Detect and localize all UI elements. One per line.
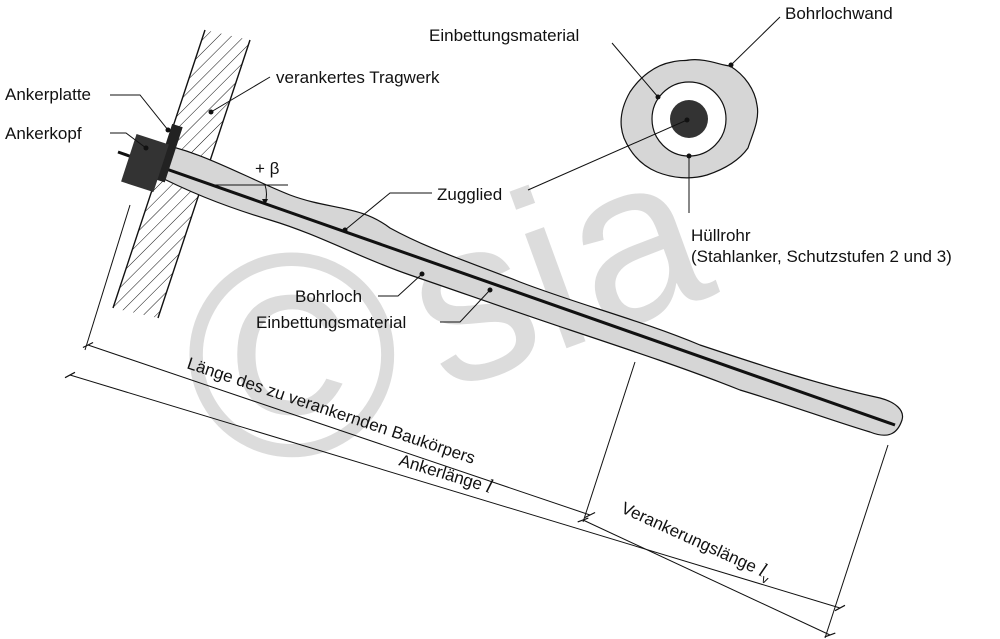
dim-label-verankerung: Verankerungslänge lv bbox=[617, 497, 776, 587]
verankerung-subscript: v bbox=[759, 572, 770, 587]
borehole-cross-section bbox=[620, 59, 759, 179]
label-huellrohr: Hüllrohr bbox=[691, 226, 751, 245]
label-zugglied: Zugglied bbox=[437, 185, 502, 204]
verankerung-text: Verankerungslänge bbox=[618, 498, 759, 576]
label-tragwerk: verankertes Tragwerk bbox=[276, 68, 440, 87]
leaders bbox=[110, 16, 781, 323]
beta-label: + β bbox=[255, 159, 280, 178]
label-ankerkopf: Ankerkopf bbox=[5, 124, 82, 143]
label-ankerplatte: Ankerplatte bbox=[5, 85, 91, 104]
label-einbettung-section: Einbettungsmaterial bbox=[429, 26, 579, 45]
label-bohrloch: Bohrloch bbox=[295, 287, 362, 306]
svg-text:Verankerungslänge lv: Verankerungslänge lv bbox=[617, 497, 776, 587]
label-huellrohr-note: (Stahlanker, Schutzstufen 2 und 3) bbox=[691, 247, 952, 266]
dimension-lines bbox=[64, 204, 889, 639]
label-einbettung-main: Einbettungsmaterial bbox=[256, 313, 406, 332]
anchor-head bbox=[121, 133, 169, 193]
ankerlaenge-symbol: l bbox=[483, 475, 495, 498]
label-bohrlochwand: Bohrlochwand bbox=[785, 4, 893, 23]
anchor-plate bbox=[154, 123, 183, 183]
beta-angle: + β bbox=[210, 159, 288, 205]
